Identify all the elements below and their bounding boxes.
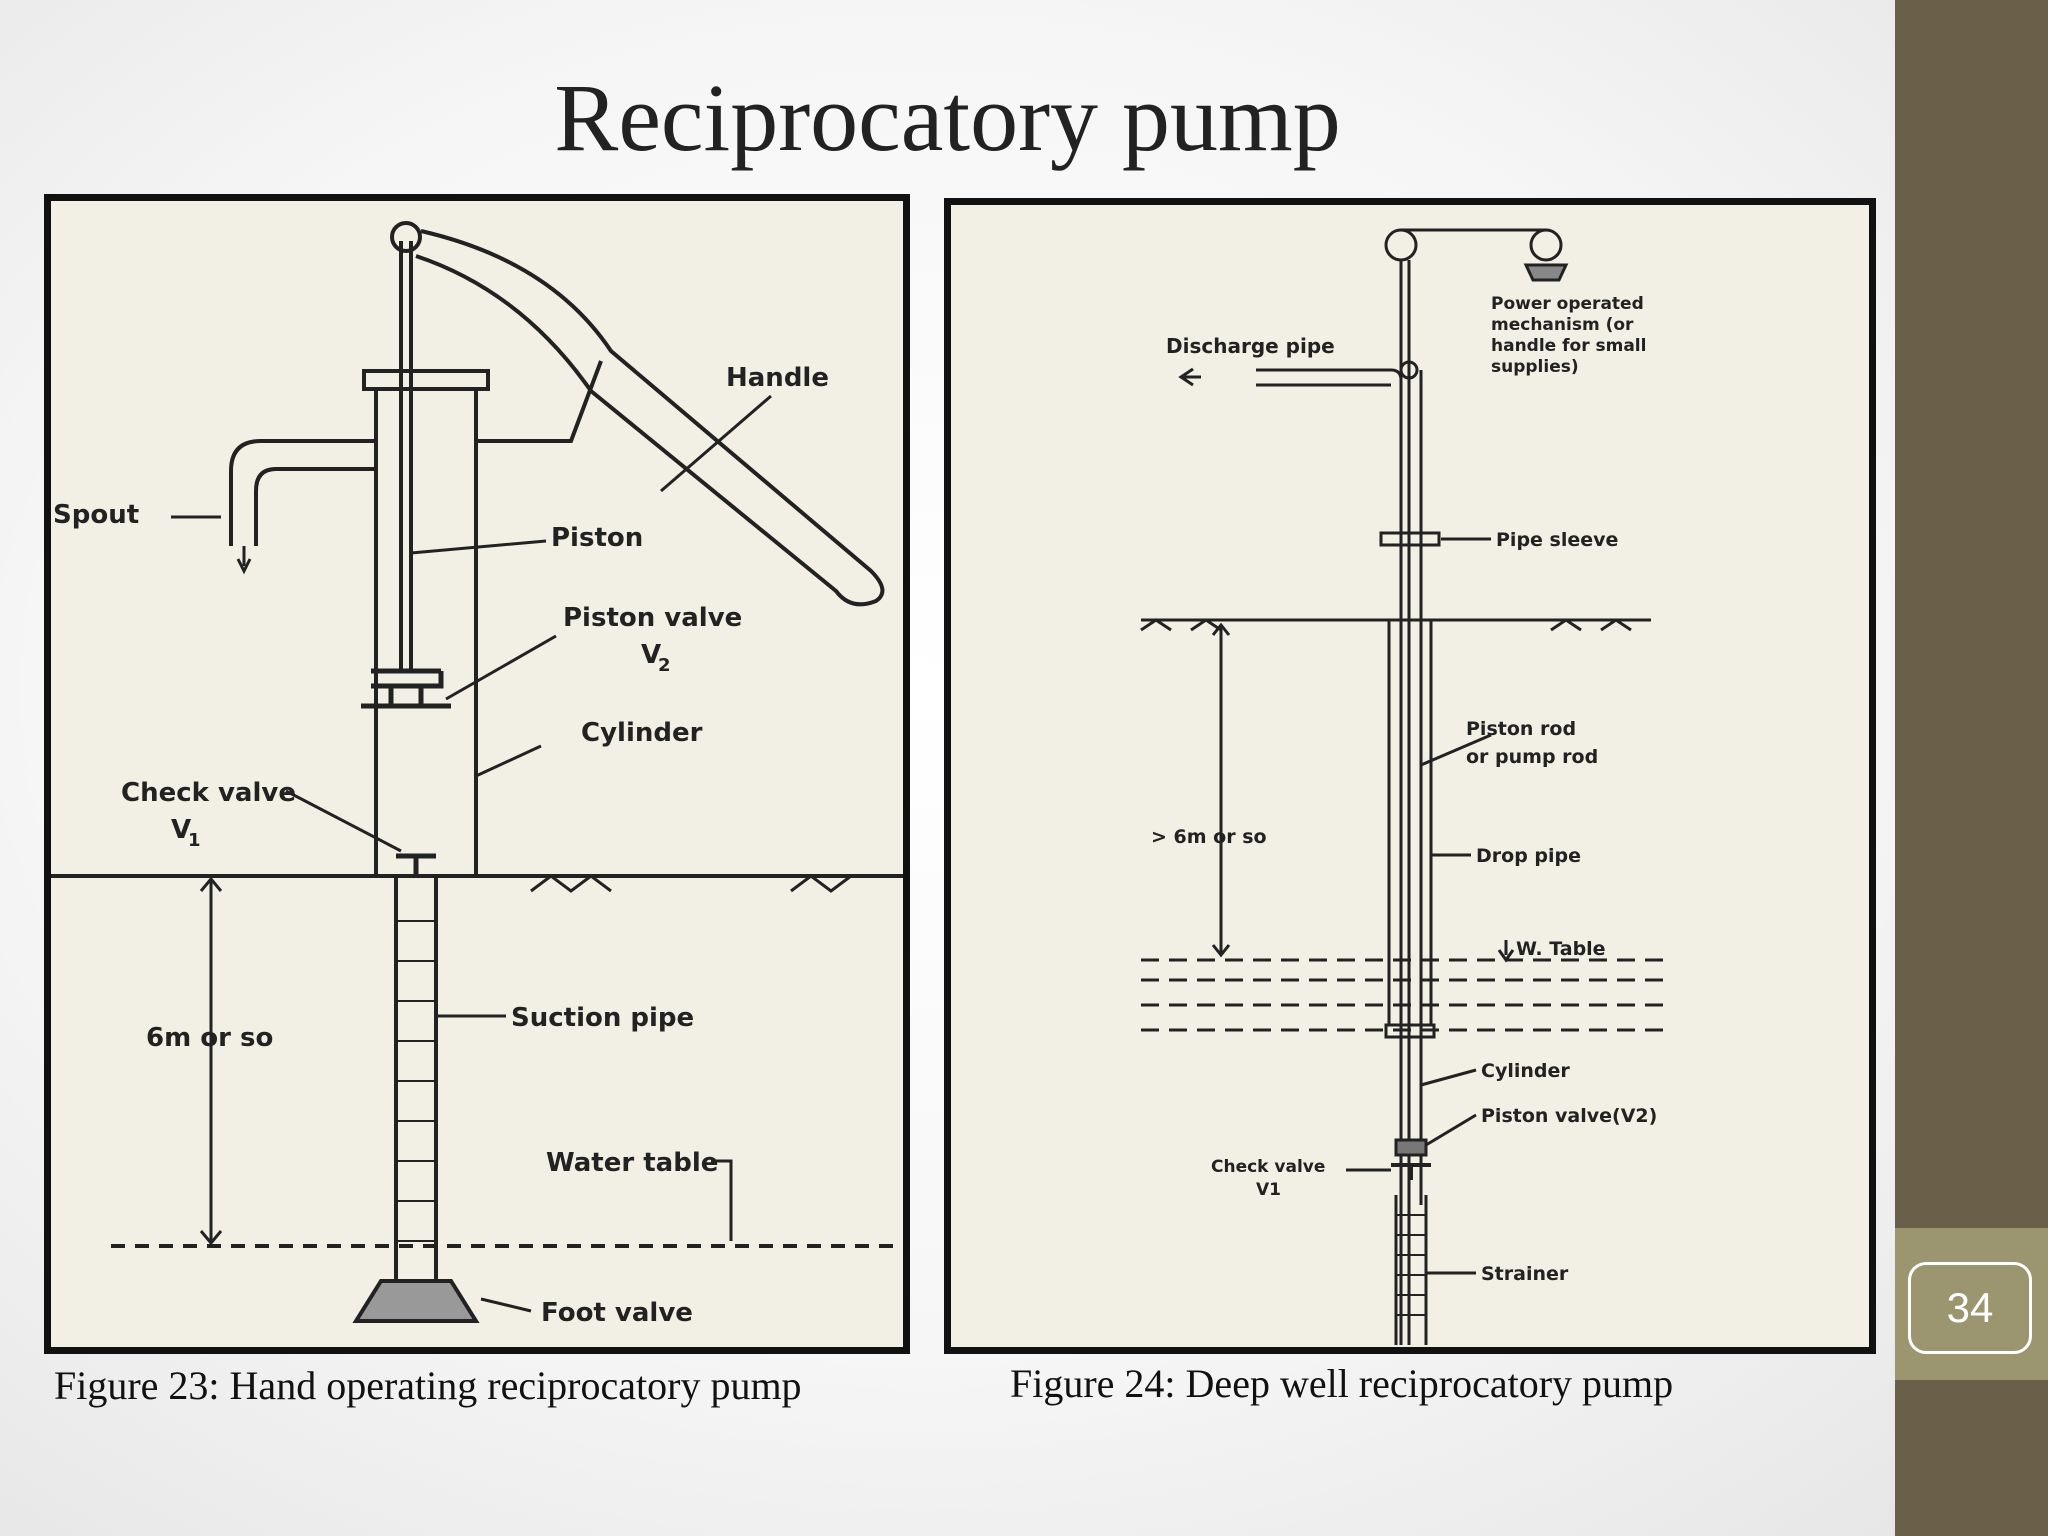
power-mechanism-base [1523, 263, 1569, 282]
piston-rod-line [1399, 260, 1411, 1345]
page-number-accent [1895, 1228, 2048, 1380]
label-check-valve: Check valve [121, 778, 296, 808]
label-piston-valve-idx: 2 [658, 655, 671, 676]
pump-handle [415, 229, 885, 607]
mechanism-pulley [1529, 228, 1563, 262]
label-power-mech-1: Power operated [1491, 294, 1644, 314]
label-water-table: Water table [546, 1148, 718, 1178]
pipe-sleeve [1379, 531, 1441, 547]
label-drop-pipe: Drop pipe [1476, 845, 1581, 867]
label-power-mech-3: handle for small [1491, 336, 1646, 356]
slide-title: Reciprocatory pump [554, 64, 1341, 171]
label-power-mech-2: mechanism (or [1491, 315, 1634, 335]
label-check-valve-v: V [171, 815, 191, 845]
check-valve [396, 853, 436, 876]
water-table-lines [1141, 958, 1671, 1032]
piston-rod [399, 241, 413, 671]
label-check-valve: Check valve [1211, 1157, 1325, 1177]
figure-deep-well-pump: Discharge pipe Power operated mechanism … [944, 198, 1876, 1354]
suction-pipe [394, 876, 438, 1281]
drop-pipe [1387, 620, 1433, 1025]
label-handle: Handle [726, 363, 829, 393]
pump-cylinder-body [374, 387, 478, 878]
deep-well-pump-diagram: Discharge pipe Power operated mechanism … [1140, 228, 1671, 1345]
label-piston-valve-v: V [641, 640, 661, 670]
pump-cap [362, 369, 490, 391]
label-cylinder: Cylinder [581, 718, 703, 748]
label-piston-valve: Piston valve [563, 603, 742, 633]
check-valve [1391, 1163, 1431, 1180]
figure-hand-pump: Handle Spout Piston Piston valve V 2 Cyl… [44, 194, 910, 1354]
label-check-valve-idx: 1 [188, 830, 201, 851]
label-suction-pipe: Suction pipe [511, 1003, 694, 1033]
handle-link [476, 360, 603, 443]
page-number: 34 [1908, 1262, 2032, 1354]
label-strainer: Strainer [1481, 1263, 1569, 1285]
spout-pipe [229, 439, 376, 546]
depth-arrow [1211, 622, 1231, 958]
top-pulley [1384, 228, 1418, 262]
label-power-mech-4: supplies) [1491, 357, 1579, 377]
foot-valve [352, 1279, 480, 1323]
label-piston-rod-1: Piston rod [1466, 718, 1576, 740]
label-pipe-sleeve: Pipe sleeve [1496, 529, 1618, 551]
label-piston-valve: Piston valve(V2) [1481, 1105, 1657, 1127]
label-foot-valve: Foot valve [541, 1298, 693, 1328]
hand-pump-diagram: Handle Spout Piston Piston valve V 2 Cyl… [51, 221, 903, 1328]
label-depth: 6m or so [146, 1023, 273, 1053]
label-depth: > 6m or so [1151, 826, 1267, 848]
caption-figure-23: Figure 23: Hand operating reciprocatory … [54, 1363, 802, 1408]
label-cylinder: Cylinder [1481, 1060, 1570, 1082]
strainer [1394, 1195, 1428, 1345]
handle-pivot [390, 221, 422, 253]
piston-valve [361, 668, 451, 709]
label-piston-rod-2: or pump rod [1466, 746, 1598, 768]
label-spout: Spout [53, 500, 139, 530]
piston-valve [1394, 1138, 1428, 1157]
depth-arrow [199, 876, 223, 1246]
cylinder [1384, 1023, 1436, 1039]
caption-figure-24: Figure 24: Deep well reciprocatory pump [1010, 1361, 1674, 1406]
label-discharge-pipe: Discharge pipe [1166, 334, 1335, 358]
label-check-valve-v: V1 [1256, 1180, 1281, 1200]
discharge-pipe [1256, 368, 1403, 387]
label-w-table: W. Table [1516, 938, 1606, 960]
label-piston: Piston [551, 523, 643, 553]
